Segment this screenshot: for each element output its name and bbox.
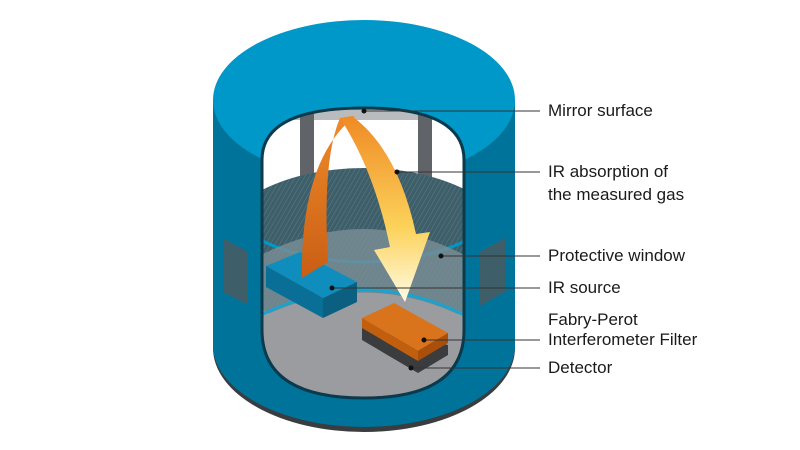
side-cutout-left	[223, 238, 248, 305]
window-frame	[260, 106, 466, 400]
label-fpi-line1: Fabry-Perot	[548, 310, 638, 329]
label-ir-absorption-line1: IR absorption of	[548, 162, 669, 181]
ir-source-block	[266, 252, 357, 298]
window-interior	[262, 108, 464, 398]
ir-arrow-down	[340, 116, 430, 302]
side-cutout-right	[480, 238, 505, 306]
label-fpi-line2: Interferometer Filter	[548, 330, 698, 349]
label-detector: Detector	[548, 358, 613, 377]
pointer-dots	[329, 108, 444, 371]
label-ir-absorption-line2: the measured gas	[548, 185, 685, 204]
label-ir-source: IR source	[548, 278, 621, 297]
leader-lines	[332, 110, 540, 369]
label-protective-window: Protective window	[548, 246, 686, 265]
ir-arrow-up	[301, 116, 355, 278]
label-mirror-surface: Mirror surface	[548, 101, 653, 120]
fpi-filter-block	[362, 303, 448, 351]
